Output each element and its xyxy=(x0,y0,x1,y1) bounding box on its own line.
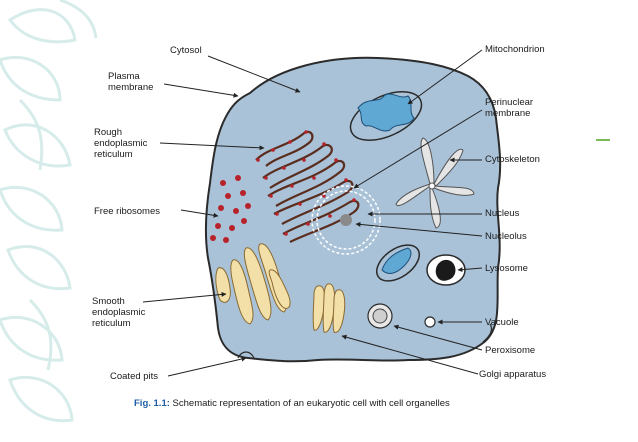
label-free-ribosomes: Free ribosomes xyxy=(94,206,160,217)
label-peroxisome: Peroxisome xyxy=(485,345,536,356)
cytoskeleton xyxy=(395,137,475,229)
label-golgi-apparatus: Golgi apparatus xyxy=(479,369,547,380)
cell-diagram xyxy=(142,49,502,377)
mitochondrion xyxy=(349,91,423,141)
label-perinuclear-membrane: Perinuclear membrane xyxy=(485,97,534,119)
nucleus xyxy=(311,185,381,255)
lysosome xyxy=(426,254,466,286)
label-plasma-membrane: Plasma membrane xyxy=(108,71,154,93)
mitochondrion-small xyxy=(376,244,420,282)
figure-number: Fig. 1.1: xyxy=(134,398,170,409)
peroxisome xyxy=(367,303,393,329)
label-cytoskeleton: Cytoskeleton xyxy=(485,154,540,165)
free-ribosomes xyxy=(210,175,251,243)
label-rough-er: Rough endoplasmic reticulum xyxy=(94,127,148,160)
coated-pits xyxy=(237,323,493,359)
label-nucleolus: Nucleolus xyxy=(485,231,527,242)
figure-caption-text: Schematic representation of an eukaryoti… xyxy=(169,398,450,409)
label-coated-pits: Coated pits xyxy=(110,371,159,382)
label-nucleus: Nucleus xyxy=(485,208,520,219)
label-lysosome: Lysosome xyxy=(485,263,528,274)
vacuole xyxy=(424,316,436,328)
smooth-endoplasmic-reticulum xyxy=(215,243,291,325)
rough-er-ribosomes xyxy=(256,130,356,236)
figure-caption: Fig. 1.1: Schematic representation of an… xyxy=(134,398,450,409)
label-cytosol: Cytosol xyxy=(170,45,202,56)
figure-panel: Cytosol Plasma membrane Rough endoplasmi… xyxy=(78,38,596,420)
label-mitochondrion: Mitochondrion xyxy=(485,44,545,55)
label-smooth-er: Smooth endoplasmic reticulum xyxy=(92,296,146,329)
accent-line xyxy=(592,139,610,141)
golgi-apparatus xyxy=(312,283,346,333)
label-vacuole: Vacuole xyxy=(485,317,519,328)
